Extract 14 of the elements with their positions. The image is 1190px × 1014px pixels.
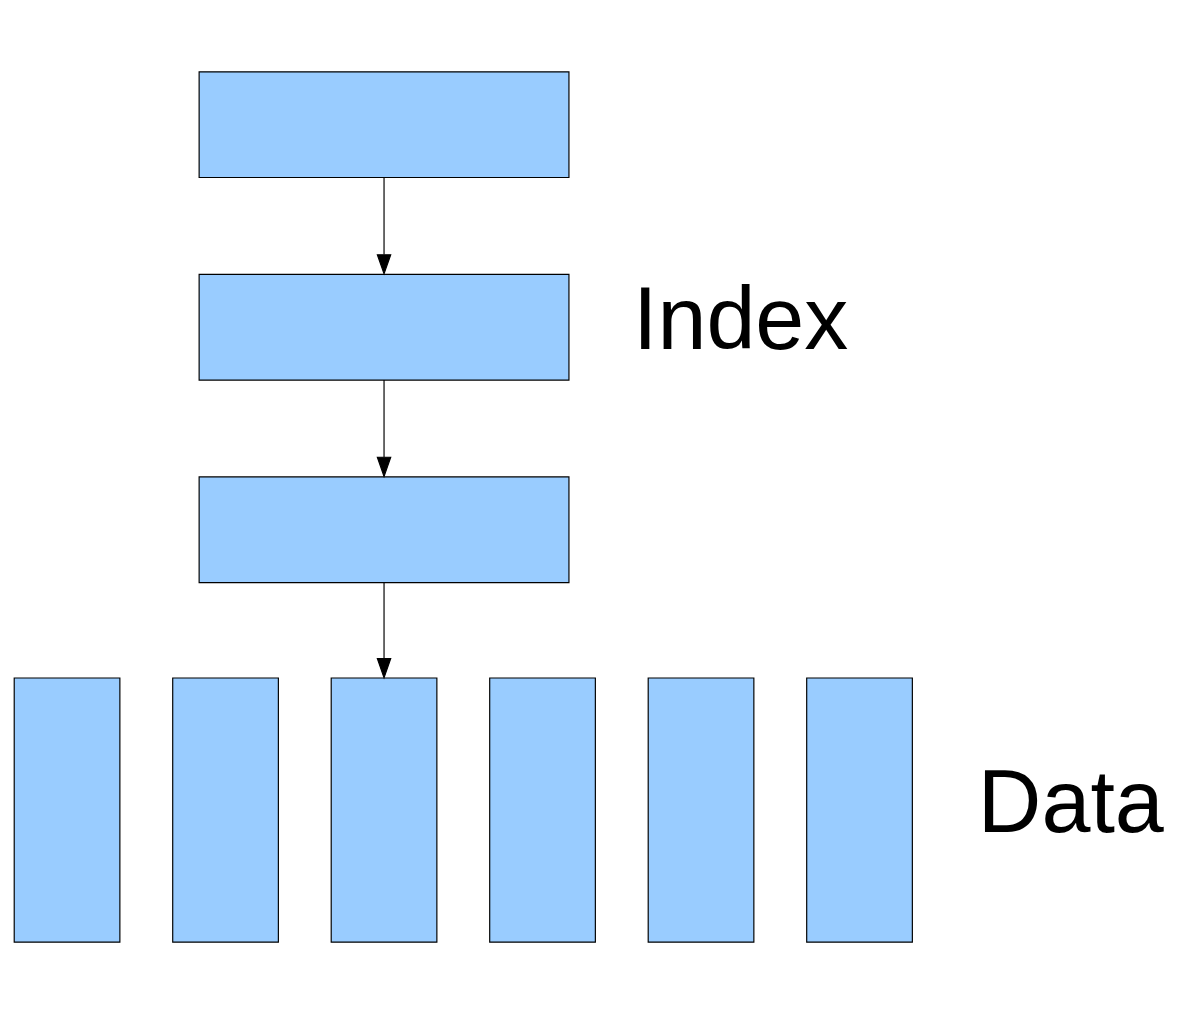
node-bar	[172, 677, 279, 943]
node-box	[198, 476, 570, 584]
node-bar	[806, 677, 913, 943]
arrow	[376, 379, 392, 479]
arrow	[376, 176, 392, 276]
node-bar	[330, 677, 438, 943]
node-bar	[647, 677, 755, 943]
node-bar	[489, 677, 596, 943]
arrow	[376, 582, 392, 680]
label: Data	[977, 752, 1164, 852]
label: Index	[632, 269, 849, 369]
node-box	[198, 273, 570, 381]
node-bar	[13, 677, 121, 943]
node-box	[198, 71, 570, 179]
